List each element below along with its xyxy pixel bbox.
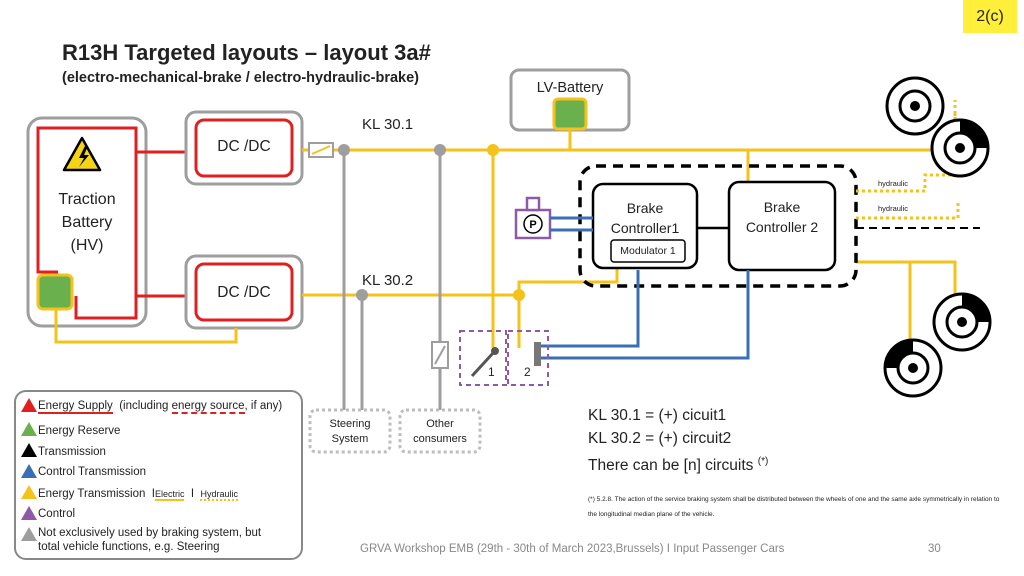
- legend-energy-supply-note-pre: (including: [119, 400, 169, 412]
- dcdc-top-label: DC /DC: [217, 138, 271, 155]
- modulator-box: [610, 239, 686, 263]
- legend-not-exclusive: Not exclusively used by braking system, …: [38, 526, 261, 554]
- control-transmission-legend-icon: [21, 464, 37, 478]
- legend-energy-transmission: Energy Transmission IElectric I Hydrauli…: [38, 488, 238, 501]
- energy-supply-legend-icon: [21, 398, 37, 412]
- note-line-1: KL 30.1 = (+) cicuit1: [588, 407, 727, 424]
- energy-transmission-legend-icon: [21, 485, 37, 499]
- dcdc-top-box: [194, 118, 294, 178]
- modulator-label: Modulator 1: [620, 245, 676, 257]
- legend-sep-1: I: [151, 488, 155, 500]
- kl302-to-controller1: [517, 268, 619, 295]
- page-title: R13H Targeted layouts – layout 3a#: [62, 40, 431, 65]
- fuse-icon: [308, 142, 334, 158]
- controller-group: [578, 164, 858, 288]
- page-subtitle: (electro-mechanical-brake / electro-hydr…: [62, 70, 419, 86]
- circuit-notes: KL 30.1 = (+) cicuit1 KL 30.2 = (+) circ…: [588, 404, 768, 477]
- legend-transmission: Transmission: [38, 446, 106, 458]
- dcdc-bottom-label: DC /DC: [217, 284, 271, 301]
- brake-controller-2-box: [727, 180, 837, 272]
- switch-icon: [431, 341, 449, 369]
- brake-pedal-icon: [470, 342, 541, 378]
- note-line-3: There can be [n] circuits (*): [588, 450, 768, 477]
- legend-energy-supply: Energy Supply (including energy source, …: [38, 400, 283, 414]
- parking-brake-icon: P: [514, 196, 552, 240]
- legend-energy-reserve: Energy Reserve: [38, 425, 121, 437]
- legend-energy-source: energy source: [171, 400, 245, 414]
- pedal-2-label: 2: [524, 365, 531, 379]
- energy-supply-loop: [36, 126, 138, 320]
- traction-reserve-cell: [36, 273, 74, 311]
- page-number: 30: [928, 543, 941, 555]
- energy-reserve-legend-icon: [21, 422, 37, 436]
- transmission-legend-icon: [21, 443, 37, 457]
- legend: Energy Supply (including energy source, …: [14, 390, 303, 560]
- high-voltage-warning-icon: [62, 136, 102, 172]
- reserve-to-dcdc: [54, 309, 238, 344]
- note-line-2: KL 30.2 = (+) circuit2: [588, 430, 732, 447]
- footer: GRVA Workshop EMB (29th - 30th of March …: [360, 543, 785, 555]
- not-exclusive-legend-icon: [21, 527, 37, 541]
- svg-text:P: P: [529, 219, 536, 231]
- legend-hydraulic: Hydraulic: [200, 489, 238, 501]
- note-line-3-sup: (*): [757, 456, 769, 467]
- legend-not-exclusive-line-1: Not exclusively used by braking system, …: [38, 527, 262, 539]
- legend-energy-transmission-text: Energy Transmission: [38, 488, 146, 500]
- legend-energy-supply-note-post: , if any): [244, 400, 283, 412]
- footnote: (*) 5.2.8. The action of the service bra…: [588, 496, 1000, 518]
- hydraulic-label-2: hydraulic: [878, 204, 909, 213]
- other-consumers-box: [398, 408, 482, 454]
- pedal-box-1: [459, 330, 507, 386]
- legend-control-transmission: Control Transmission: [38, 466, 147, 478]
- hydraulic-line-2: [856, 200, 960, 220]
- pedal-control-1: [538, 270, 640, 348]
- note-line-3-text: There can be [n] circuits: [588, 457, 754, 475]
- dcdc-bottom-box: [194, 262, 294, 322]
- legend-electric: Electric: [154, 489, 185, 501]
- kl302-line: [302, 293, 521, 348]
- brake-disc-icon: [883, 76, 992, 398]
- lv-battery-label: LV-Battery: [536, 80, 604, 96]
- lv-battery-cell: [552, 97, 588, 131]
- control-legend-icon: [21, 506, 37, 520]
- hydraulic-line-1: [856, 110, 957, 193]
- pedal-box-2: [507, 330, 549, 386]
- kl301-label: KL 30.1: [362, 116, 414, 133]
- pedal-control-2: [538, 270, 750, 360]
- legend-not-exclusive-line-2: total vehicle functions, e.g. Steering: [38, 541, 220, 553]
- hydraulic-label-1: hydraulic: [878, 179, 909, 188]
- legend-sep-2: I: [190, 488, 195, 500]
- legend-control: Control: [38, 508, 76, 520]
- steering-box: [308, 408, 392, 454]
- slide-tag: 2(c): [963, 0, 1017, 33]
- pedal-1-label: 1: [488, 365, 495, 379]
- kl302-label: KL 30.2: [362, 272, 414, 289]
- legend-energy-supply-text: Energy Supply: [38, 400, 113, 414]
